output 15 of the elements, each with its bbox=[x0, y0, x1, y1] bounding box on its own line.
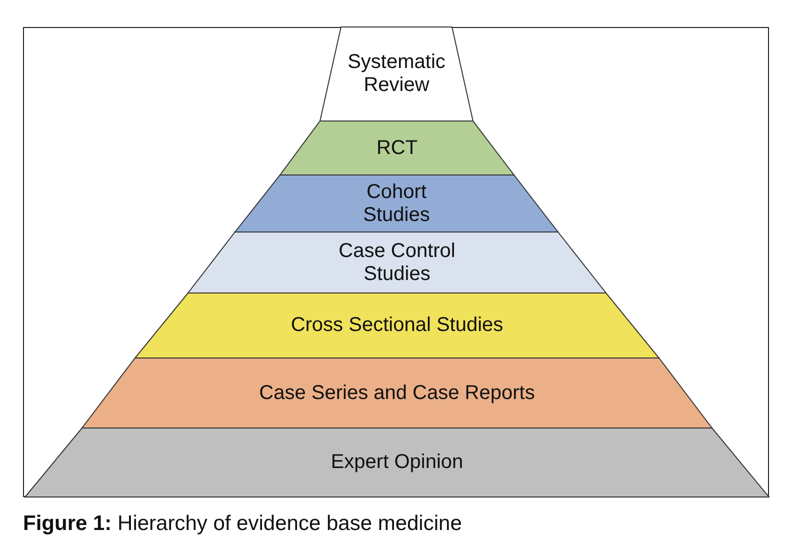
tier-label: RCT bbox=[376, 136, 418, 160]
pyramid-tier bbox=[280, 121, 514, 175]
pyramid-tier bbox=[235, 175, 558, 232]
tier-label: Case Control Studies bbox=[338, 240, 456, 286]
pyramid-tier bbox=[188, 232, 606, 293]
figure-caption: Figure 1: Hierarchy of evidence base medicine bbox=[23, 512, 462, 536]
pyramid-tier bbox=[82, 358, 712, 428]
tier-label: Case Series and Case Reports bbox=[259, 382, 535, 404]
tier-label: Cross Sectional Studies bbox=[290, 314, 504, 337]
pyramid-tier bbox=[135, 293, 659, 358]
tier-label: Expert Opinion bbox=[330, 451, 464, 474]
tier-label: Cohort Studies bbox=[362, 180, 431, 226]
pyramid-tier bbox=[25, 428, 769, 497]
tier-label: Systematic Review bbox=[346, 51, 446, 97]
pyramid-tier bbox=[320, 27, 473, 121]
